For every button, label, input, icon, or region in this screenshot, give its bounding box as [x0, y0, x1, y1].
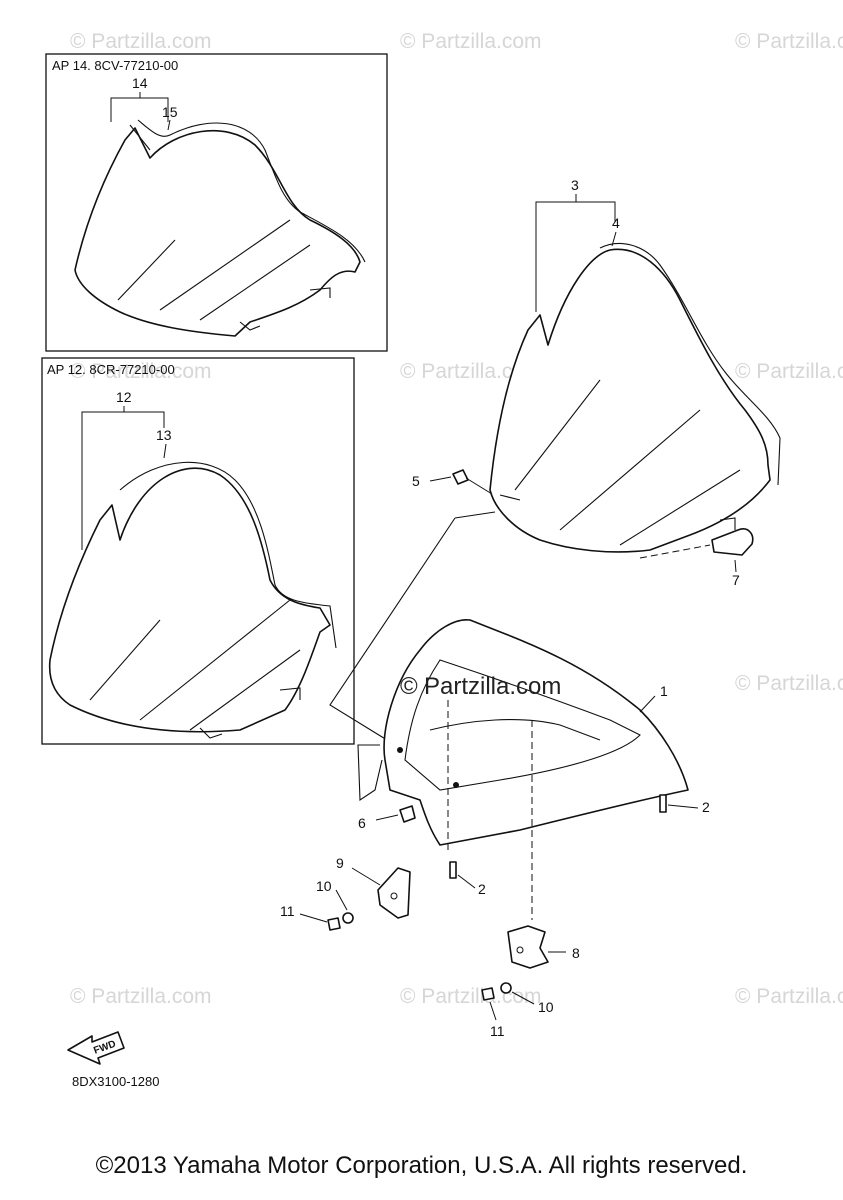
callout-2-right: 2 — [702, 799, 710, 815]
callout-15: 15 — [162, 104, 178, 120]
inset-ap14: AP 14. 8CV-77210-00 14 15 — [45, 53, 388, 352]
watermark: © Partzilla.com — [735, 360, 843, 383]
callout-5: 5 — [412, 473, 420, 489]
main-watermark: © — [400, 673, 418, 700]
windshield-shape — [74, 127, 361, 337]
watermark: © Partzilla.com — [735, 30, 843, 53]
callout-7: 7 — [732, 572, 740, 588]
callout-13: 13 — [156, 427, 172, 443]
watermark: © Partzilla.com — [735, 985, 843, 1008]
callout-9: 9 — [336, 855, 344, 871]
cowling-shape — [383, 619, 689, 846]
callout-1: 1 — [660, 683, 668, 699]
callout-11-left: 11 — [280, 903, 295, 919]
callout-11-right: 11 — [490, 1023, 505, 1039]
callout-12: 12 — [116, 389, 132, 405]
callout-6: 6 — [358, 815, 366, 831]
fwd-arrow-icon: FWD — [67, 1031, 125, 1065]
cowling: 1 2 2 6 — [357, 619, 710, 920]
copyright-notice: ©2013 Yamaha Motor Corporation, U.S.A. A… — [95, 1152, 748, 1179]
watermark: © Partzilla.com — [735, 672, 843, 695]
watermark: © Partzilla.com — [70, 985, 212, 1008]
watermark: © Partzilla.com — [70, 30, 212, 53]
bracket-right: 8 10 11 — [481, 925, 580, 1039]
bracket-left: 9 10 11 — [280, 855, 411, 931]
watermark: © Partzilla.com — [70, 360, 212, 383]
windshield-main: 3 4 5 7 — [412, 177, 781, 588]
callout-4: 4 — [612, 215, 620, 231]
callout-14: 14 — [132, 75, 148, 91]
callout-10-right: 10 — [538, 999, 554, 1015]
windshield-shape — [489, 248, 771, 553]
windshield-shape — [48, 467, 331, 733]
inset-label: AP 12. 8CR-77210-00 — [47, 362, 175, 377]
callout-8: 8 — [572, 945, 580, 961]
callout-10-left: 10 — [316, 878, 332, 894]
watermark: © Partzilla.com — [400, 30, 542, 53]
callout-3: 3 — [571, 177, 579, 193]
main-watermark-text: Partzilla.com — [424, 673, 561, 700]
diagram-code: 8DX3100-1280 — [72, 1074, 159, 1089]
callout-2-center: 2 — [478, 881, 486, 897]
inset-label: AP 14. 8CV-77210-00 — [52, 58, 178, 73]
watermark: © Partzilla.com — [400, 360, 542, 383]
inset-ap12: AP 12. 8CR-77210-00 12 13 — [41, 357, 355, 745]
